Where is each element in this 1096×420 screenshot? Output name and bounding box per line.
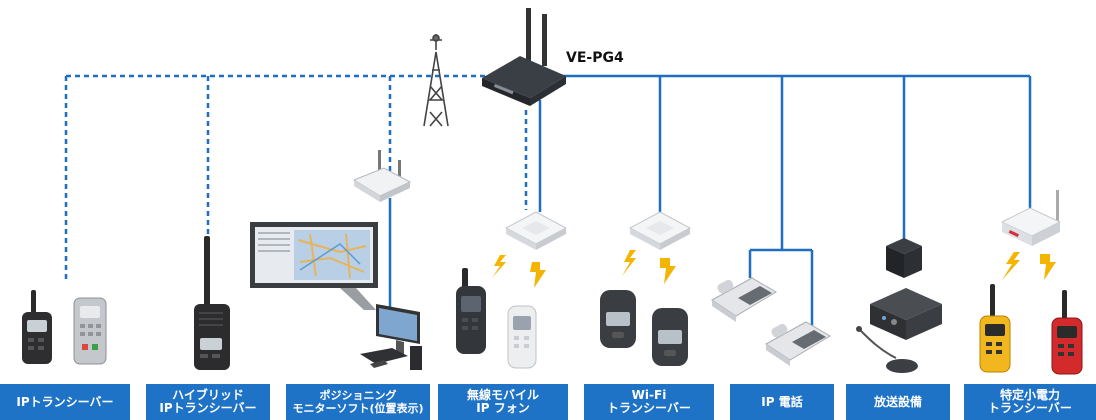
- bolt-icon-4: [660, 258, 676, 284]
- bolt-icon-2: [530, 262, 546, 288]
- ip-desk-phone-icon-1: [711, 277, 777, 322]
- wireless-bolt-icons: [492, 250, 1056, 288]
- label-positioning-monitor: ポジショニングモニターソフト(位置表示): [286, 384, 430, 420]
- mobile-ip-phone-icon-white: [507, 305, 537, 369]
- router-icon: [482, 8, 566, 106]
- solid-link-ipphone: [748, 76, 814, 330]
- ip-desk-phone-icon-2: [765, 321, 831, 366]
- wifi-router-icon: [352, 150, 412, 202]
- label-low-power-transceiver: 特定小電力トランシーバー: [964, 384, 1096, 420]
- access-point-icon-2: [628, 211, 692, 250]
- radio-tower-icon: [423, 34, 449, 127]
- access-point-icon-3: [1000, 190, 1062, 246]
- low-power-transceiver-icon-yellow: [979, 284, 1011, 373]
- wifi-transceiver-icon-2: [652, 308, 688, 366]
- mobile-ip-phone-icon-dark: [456, 268, 486, 354]
- label-ip-transceiver: IPトランシーバー: [0, 384, 130, 420]
- label-ip-phone: IP 電話: [730, 384, 834, 420]
- bolt-icon-5: [1002, 252, 1020, 280]
- gateway-box-icon: [886, 238, 922, 278]
- wifi-transceiver-icon-1: [600, 290, 636, 348]
- dashed-links: [64, 74, 528, 283]
- amplifier-icon: [870, 288, 942, 340]
- ip-transceiver-icon: [22, 290, 52, 364]
- access-point-icon-1: [504, 211, 568, 250]
- label-broadcast: 放送設備: [846, 384, 950, 420]
- bolt-icon-3: [622, 250, 636, 276]
- bolt-icon-6: [1040, 254, 1056, 280]
- solid-links: [388, 74, 1032, 330]
- desktop-pc-icon: [360, 304, 422, 370]
- bolt-icon-1: [492, 255, 506, 278]
- hybrid-transceiver-icon: [194, 236, 230, 370]
- router-name: VE-PG4: [566, 50, 624, 66]
- microphone-icon: [856, 326, 918, 373]
- handheld-device-icon: [73, 297, 107, 365]
- low-power-transceiver-icon-red: [1051, 290, 1083, 375]
- map-screen-icon: [250, 222, 378, 310]
